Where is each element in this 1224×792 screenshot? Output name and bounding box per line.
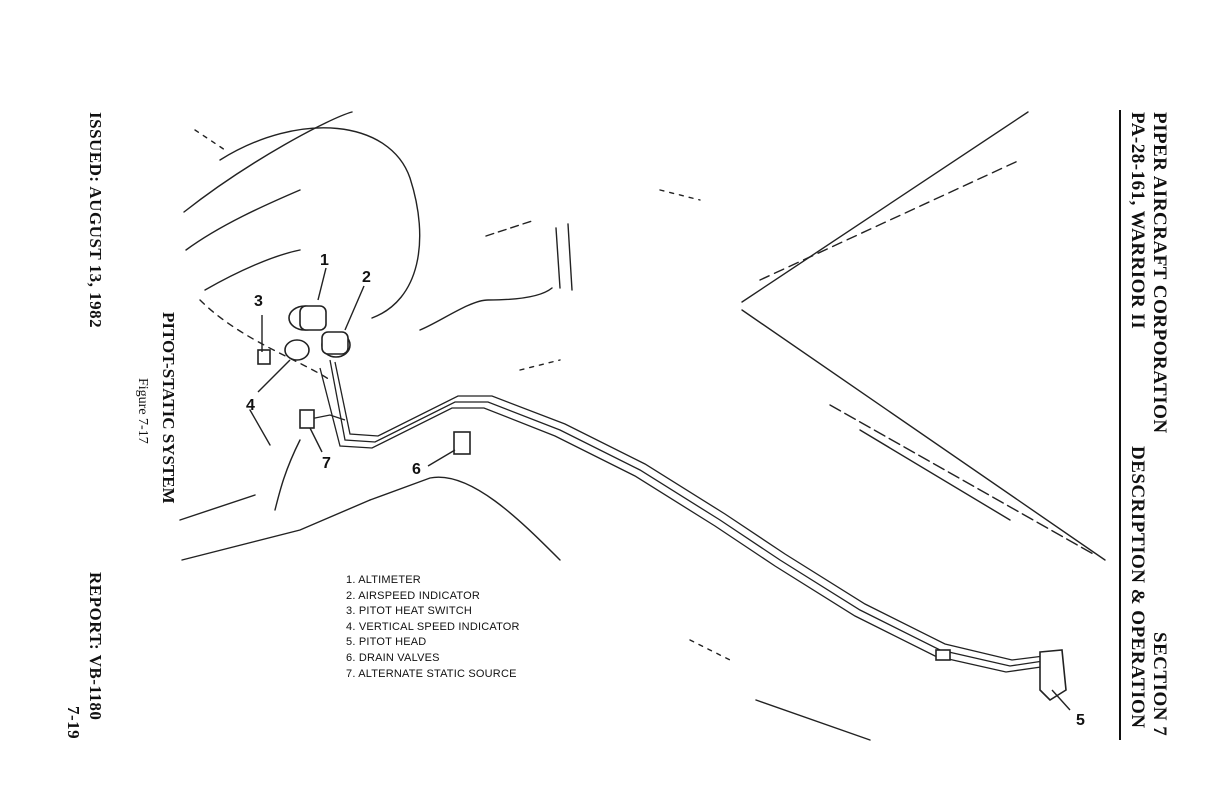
vsi-shape (284, 339, 310, 361)
legend-item: 6. DRAIN VALVES (346, 651, 440, 664)
alt-static-source-shape (299, 409, 315, 429)
legend-item: 1. ALTIMETER (346, 574, 421, 586)
header-rule (1119, 110, 1121, 740)
fuselage-outline (183, 111, 353, 213)
callout-5: 5 (1076, 712, 1085, 729)
legend-item: 5. PITOT HEAD (346, 636, 427, 649)
callout-2: 2 (362, 269, 371, 286)
legend-item: 7. ALTERNATE STATIC SOURCE (346, 667, 517, 680)
callout-3: 3 (254, 293, 263, 310)
callout-1: 1 (320, 252, 329, 269)
drain-valve-shape (453, 431, 471, 455)
callout-4: 4 (246, 397, 255, 414)
pitot-heat-switch-shape (257, 349, 271, 365)
legend-item: 4. VERTICAL SPEED INDICATOR (346, 620, 520, 633)
pitot-line-2 (334, 361, 1053, 661)
static-line (319, 367, 1049, 673)
wing-leading-edge (741, 111, 1029, 303)
callout-6: 6 (412, 461, 421, 478)
pitot-head-shape (1039, 649, 1067, 702)
legend-item: 3. PITOT HEAT SWITCH (346, 605, 473, 618)
callout-7: 7 (322, 455, 331, 472)
figure-legend: 1. ALTIMETER 2. AIRSPEED INDICATOR 3. PI… (346, 573, 520, 682)
cowling-curve (219, 127, 421, 319)
legend-item: 2. AIRSPEED INDICATOR (346, 589, 480, 602)
